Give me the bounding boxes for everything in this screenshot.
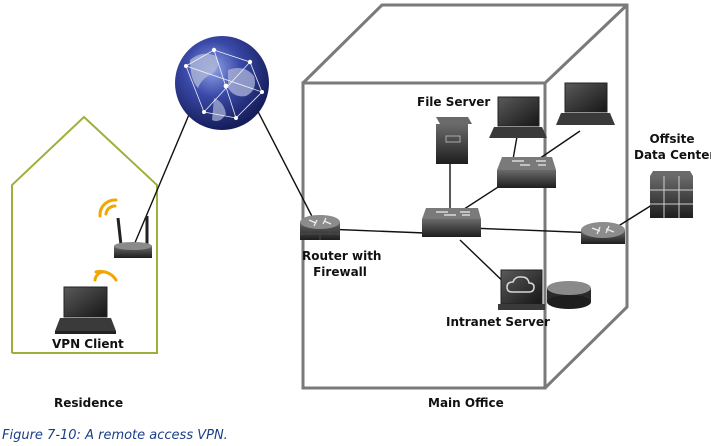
offsite-data-center-label: Offsite Data Center — [634, 131, 711, 163]
internet-globe-icon — [175, 36, 269, 130]
workstation-laptop-icon — [556, 82, 615, 125]
main-office-cube — [301, 3, 629, 390]
vpn-client-laptop-icon — [55, 286, 116, 334]
router-firewall-icon — [300, 215, 340, 240]
offsite-label-line1: Offsite — [649, 132, 695, 146]
offsite-label-line2: Data Center — [634, 148, 711, 162]
storage-disk-icon — [547, 281, 591, 309]
vpn-client-label: VPN Client — [52, 337, 124, 351]
router-firewall-label: Router with Firewall — [302, 248, 382, 280]
figure-caption: Figure 7-10: A remote access VPN. — [2, 428, 228, 443]
router-firewall-label-line1: Router with — [302, 249, 382, 263]
remote-router-icon — [581, 222, 625, 244]
file-server-label: File Server — [417, 95, 491, 109]
intranet-server-label: Intranet Server — [446, 315, 550, 329]
router-firewall-label-line2: Firewall — [313, 265, 367, 279]
workstation-laptop-icon — [489, 96, 547, 138]
residence-label: Residence — [54, 396, 124, 410]
wifi-signal-icon — [93, 198, 118, 282]
residence-house-outline — [11, 115, 158, 354]
core-switch-icon — [422, 208, 481, 237]
data-center-icon — [650, 171, 693, 218]
file-server-icon — [436, 117, 472, 164]
wifi-router-icon — [114, 216, 152, 258]
intranet-server-icon — [498, 269, 545, 310]
distribution-switch-icon — [497, 157, 556, 188]
main-office-label: Main Office — [428, 396, 504, 410]
